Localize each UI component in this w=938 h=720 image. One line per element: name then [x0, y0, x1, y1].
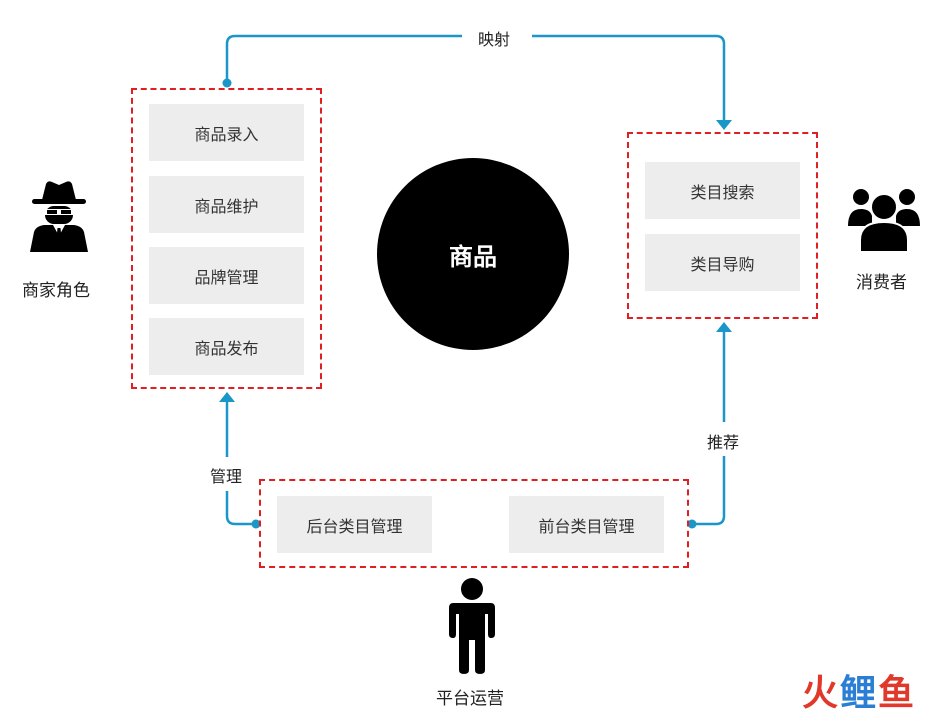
mapping-label: 映射	[478, 30, 511, 49]
recommend-arrowhead	[716, 322, 732, 332]
mapping-arrowhead	[716, 120, 732, 130]
center-product-node: 商品	[377, 158, 569, 350]
merchant-group	[131, 88, 322, 389]
consumer-item-category-guide: 类目导购	[645, 234, 800, 291]
consumer-item-category-search: 类目搜索	[645, 162, 800, 219]
mapping-connector	[225, 34, 726, 121]
platform-group	[259, 479, 689, 568]
merchant-role-label: 商家角色	[22, 281, 90, 301]
consumer-role-label: 消费者	[856, 273, 907, 293]
merchant-item-product-maintenance: 商品维护	[149, 176, 304, 233]
consumer-group	[627, 132, 818, 319]
spy-icon	[30, 181, 88, 252]
mapping-start-dot	[222, 78, 232, 88]
people-group-icon	[848, 189, 920, 252]
center-product-label: 商品	[449, 242, 497, 271]
watermark-char-3: 鱼	[877, 673, 916, 714]
recommend-connector	[692, 332, 726, 526]
platform-item-backend-category: 后台类目管理	[277, 496, 432, 553]
person-icon	[449, 578, 495, 674]
manage-end-dot	[251, 519, 261, 529]
watermark-char-2: 鲤	[839, 673, 878, 714]
merchant-item-product-entry: 商品录入	[149, 104, 304, 161]
recommend-start-dot	[687, 519, 697, 529]
platform-item-frontend-category: 前台类目管理	[509, 496, 664, 553]
watermark-logo: 火鲤鱼	[802, 664, 916, 716]
platform-role-label: 平台运营	[436, 689, 504, 709]
manage-connector	[225, 402, 256, 526]
manage-label: 管理	[210, 467, 243, 486]
manage-arrowhead	[219, 392, 235, 402]
merchant-item-product-publish: 商品发布	[149, 318, 304, 375]
watermark-char-1: 火	[801, 673, 840, 714]
recommend-label: 推荐	[707, 433, 740, 452]
merchant-item-brand-management: 品牌管理	[149, 247, 304, 304]
